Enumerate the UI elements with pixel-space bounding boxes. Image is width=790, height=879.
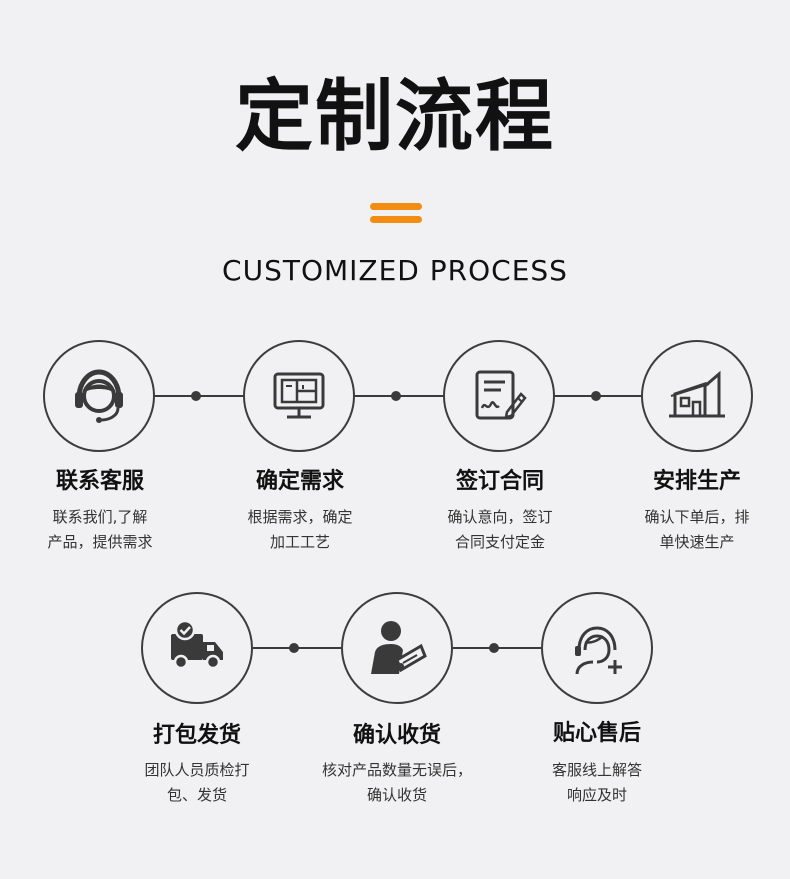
- delivery-truck-icon: [171, 619, 223, 670]
- page-title: 定制流程: [234, 72, 555, 162]
- factory-icon: [669, 370, 725, 418]
- step-6-desc-line2: 确认收货: [366, 786, 427, 804]
- page-subtitle: CUSTOMIZED PROCESS: [222, 254, 568, 287]
- step-2-desc-line1: 根据需求，确定: [247, 508, 353, 526]
- step-3-title: 签订合同: [455, 469, 544, 494]
- step-1-title: 联系客服: [55, 469, 144, 494]
- step-6-desc-line1: 核对产品数量无误后，: [321, 761, 472, 779]
- step-4-desc-line2: 单快速生产: [659, 533, 735, 551]
- step-3-desc-line2: 合同支付定金: [454, 533, 545, 551]
- person-checking-icon: [371, 621, 427, 674]
- step-1-circle: [43, 340, 155, 452]
- contract-sign-icon: [475, 370, 527, 420]
- step-7-desc-line2: 响应及时: [566, 786, 627, 804]
- connector-dot: [391, 391, 401, 401]
- monitor-icon: [273, 372, 325, 419]
- step-5-desc-line1: 团队人员质检打: [144, 761, 250, 779]
- accent-bar-top: [370, 203, 422, 210]
- step-6-circle: [341, 592, 453, 704]
- accent-bar-bottom: [370, 216, 422, 223]
- step-7-title: 贴心售后: [552, 721, 641, 746]
- step-3-desc-line1: 确认意向，签订: [447, 508, 553, 526]
- step-7-desc-line1: 客服线上解答: [551, 761, 642, 779]
- step-5-title: 打包发货: [152, 723, 241, 748]
- step-1-desc-line2: 产品，提供需求: [47, 533, 153, 551]
- connector-dot: [591, 391, 601, 401]
- connector-dot: [289, 643, 299, 653]
- step-7-circle: [541, 592, 653, 704]
- step-4-desc-line1: 确认下单后，排: [644, 508, 750, 526]
- step-5-circle: [141, 592, 253, 704]
- connector-dot: [489, 643, 499, 653]
- step-6-title: 确认收货: [352, 723, 441, 748]
- connector-dot: [191, 391, 201, 401]
- step-4-title: 安排生产: [652, 469, 741, 494]
- customer-support-icon: [575, 626, 622, 675]
- step-1-desc-line1: 联系我们,了解: [52, 508, 148, 526]
- step-4-circle: [641, 340, 753, 452]
- step-3-circle: [443, 340, 555, 452]
- step-5-desc-line2: 包、发货: [166, 786, 227, 804]
- step-2-desc-line2: 加工工艺: [269, 533, 330, 551]
- headset-icon: [75, 369, 123, 423]
- step-2-circle: [243, 340, 355, 452]
- step-2-title: 确定需求: [255, 469, 344, 494]
